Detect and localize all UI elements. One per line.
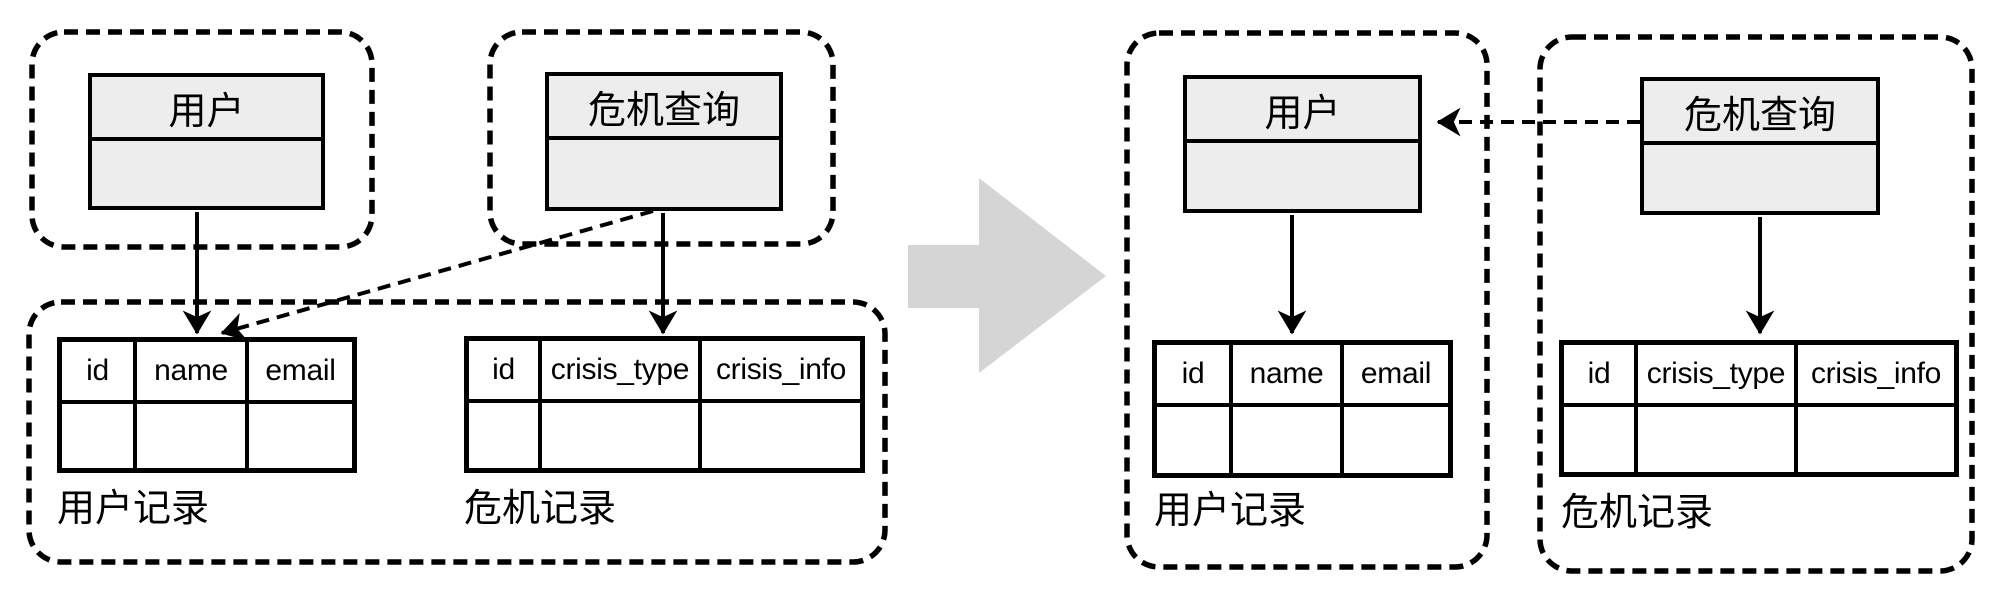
empty-cell bbox=[62, 404, 137, 468]
empty-cell bbox=[1564, 407, 1638, 472]
column-header-id: id bbox=[62, 342, 137, 404]
class-box-title: 危机查询 bbox=[549, 76, 779, 140]
column-header-name: name bbox=[137, 342, 249, 404]
class-box-user-before: 用户 bbox=[88, 73, 325, 210]
column-header-id: id bbox=[469, 341, 542, 403]
crisis-records-table-after: id crisis_type crisis_info bbox=[1559, 340, 1959, 477]
column-header-email: email bbox=[249, 342, 352, 404]
after-crisis-group-outline bbox=[1537, 34, 1975, 574]
empty-cell bbox=[542, 403, 702, 468]
empty-cell bbox=[1638, 407, 1798, 472]
column-header-id: id bbox=[1157, 345, 1233, 407]
column-header-email: email bbox=[1344, 345, 1448, 407]
caption-user-records-before: 用户记录 bbox=[57, 488, 210, 530]
after-user-group-outline bbox=[1124, 30, 1490, 570]
user-records-table-before: id name email bbox=[57, 337, 357, 473]
class-box-crisis-query-after: 危机查询 bbox=[1640, 77, 1880, 215]
empty-cell bbox=[1344, 407, 1448, 473]
class-box-crisis-query-before: 危机查询 bbox=[545, 72, 783, 211]
empty-cell bbox=[469, 403, 542, 468]
caption-crisis-records-before: 危机记录 bbox=[464, 488, 617, 530]
transform-arrow-icon bbox=[908, 178, 1106, 373]
class-box-title: 用户 bbox=[92, 77, 321, 141]
column-header-id: id bbox=[1564, 345, 1638, 407]
user-records-table-after: id name email bbox=[1152, 340, 1453, 478]
empty-cell bbox=[1233, 407, 1344, 473]
caption-user-records-after: 用户记录 bbox=[1154, 490, 1307, 532]
crisis-records-table-before: id crisis_type crisis_info bbox=[464, 336, 865, 473]
caption-crisis-records-after: 危机记录 bbox=[1561, 492, 1714, 534]
empty-cell bbox=[702, 403, 860, 468]
column-header-crisis-type: crisis_type bbox=[1638, 345, 1798, 407]
column-header-crisis-info: crisis_info bbox=[1798, 345, 1954, 407]
before-crisis-query-to-user-records-dashed-arrow bbox=[220, 209, 654, 341]
empty-cell bbox=[1157, 407, 1233, 473]
class-box-title: 危机查询 bbox=[1644, 81, 1876, 145]
column-header-crisis-type: crisis_type bbox=[542, 341, 702, 403]
class-box-title: 用户 bbox=[1187, 79, 1418, 143]
before-records-group-outline bbox=[26, 299, 888, 565]
column-header-name: name bbox=[1233, 345, 1344, 407]
class-box-user-after: 用户 bbox=[1183, 75, 1422, 213]
column-header-crisis-info: crisis_info bbox=[702, 341, 860, 403]
empty-cell bbox=[137, 404, 249, 468]
empty-cell bbox=[1798, 407, 1954, 472]
empty-cell bbox=[249, 404, 352, 468]
before-user-class-group-outline bbox=[29, 29, 375, 250]
